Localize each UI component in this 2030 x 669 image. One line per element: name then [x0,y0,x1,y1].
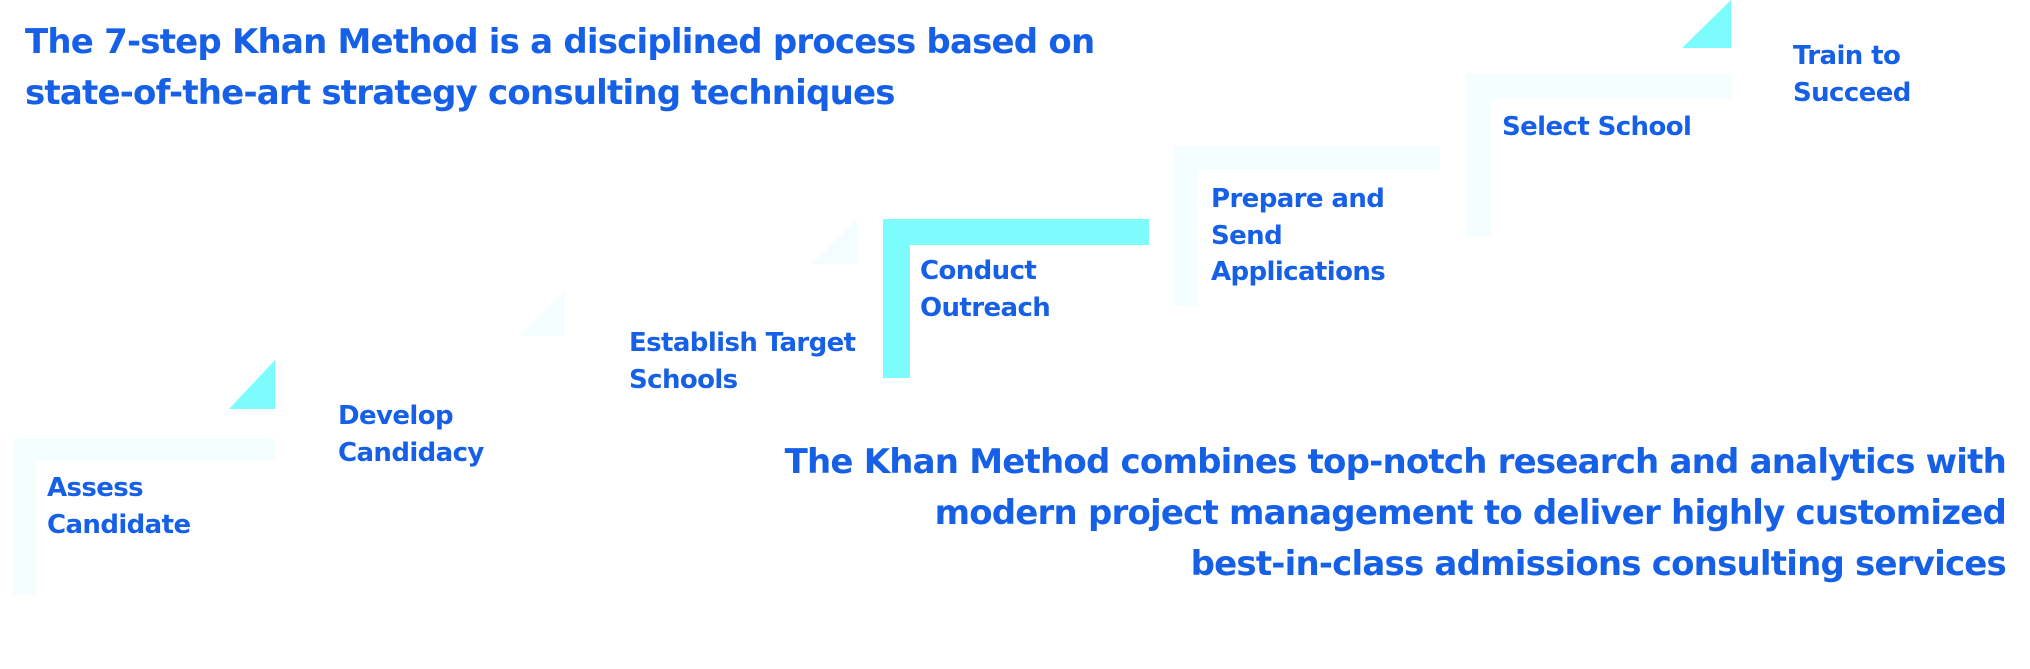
step-label-line: Establish Target [629,328,856,358]
step-label-line: Schools [629,364,738,395]
headline-bottom-line-2: modern project management to deliver hig… [934,493,2007,533]
step-label-establish-target-schools: Establish Target Schools [629,325,856,398]
step-arrow-train-to-succeed [1682,0,1731,48]
headline-top-line-2: state-of-the-art strategy consulting tec… [25,73,895,113]
step-label-line: Develop [338,401,454,431]
headline-bottom: The Khan Method combines top-notch resea… [784,437,2007,590]
step-label-line: Prepare and [1211,184,1385,214]
step-shape-assess-candidate [13,438,275,595]
step-label-line: Train to [1793,41,1901,71]
step-label-line: Outreach [920,292,1051,323]
headline-top-line-1: The 7-step Khan Method is a disciplined … [25,22,1095,62]
step-shape-conduct-outreach [883,219,1149,378]
step-label-prepare-send-applications: Prepare and Send Applications [1211,181,1386,291]
headline-bottom-line-1: The Khan Method combines top-notch resea… [784,442,2007,482]
step-arrow-develop-candidacy [520,291,565,336]
step-label-develop-candidacy: Develop Candidacy [338,398,484,471]
step-label-line: Send [1211,220,1283,251]
step-label-line: Select School [1502,112,1692,142]
headline-top: The 7-step Khan Method is a disciplined … [25,17,1095,119]
step-label-line: Succeed [1793,77,1911,108]
step-shape-select-school [1466,74,1732,236]
step-label-conduct-outreach: Conduct Outreach [920,253,1051,326]
step-label-line: Conduct [920,256,1037,286]
step-label-line: Assess [47,473,144,503]
step-arrow-establish-target-schools [812,219,857,264]
step-label-line: Candidate [47,509,191,540]
step-arrow-assess-candidate [229,360,275,409]
step-label-line: Candidacy [338,437,484,468]
step-label-select-school: Select School [1502,109,1692,146]
headline-bottom-line-3: best-in-class admissions consulting serv… [1190,544,2007,584]
step-label-assess-candidate: Assess Candidate [47,470,191,543]
step-shape-prepare-send-applications [1174,146,1440,306]
step-label-train-to-succeed: Train to Succeed [1793,38,1911,111]
step-label-line: Applications [1211,257,1386,287]
